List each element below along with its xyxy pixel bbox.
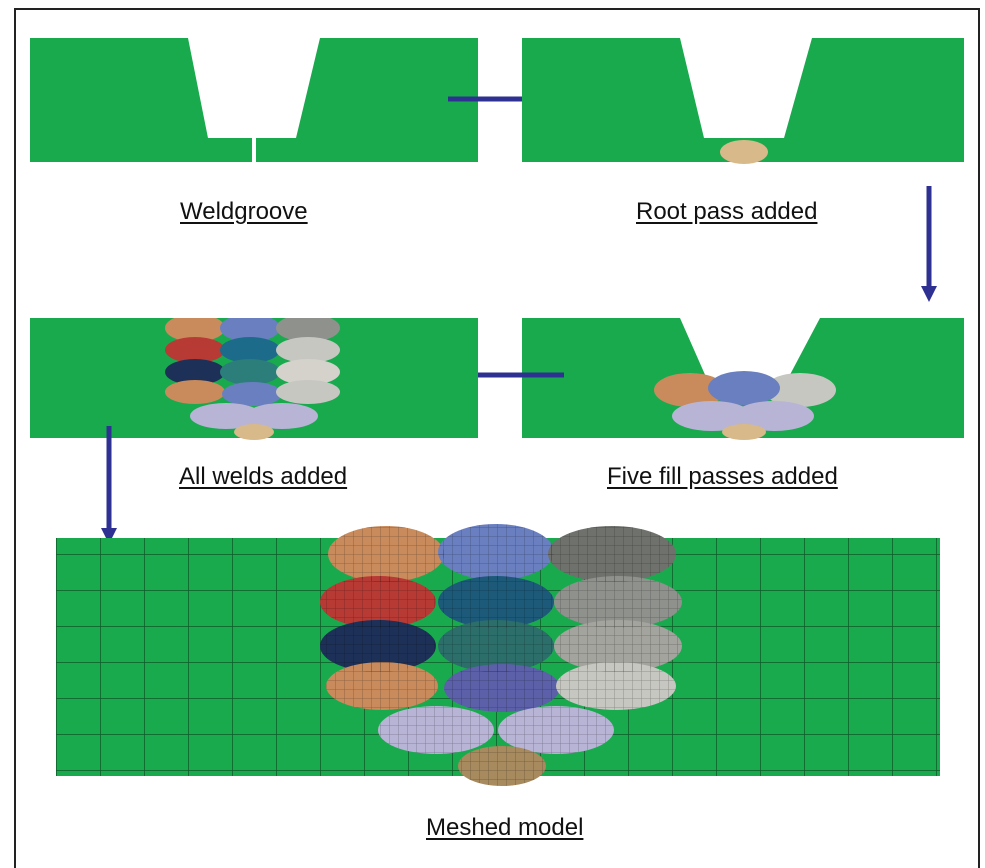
caption-meshed: Meshed model (426, 814, 584, 841)
groove-plate (30, 38, 252, 162)
five-fill-panel (522, 318, 964, 440)
root-bead (720, 140, 768, 164)
arrow-down-icon (101, 426, 117, 544)
root-pass-panel (522, 38, 964, 164)
caption-five-fill: Five fill passes added (607, 463, 838, 490)
all-welds-panel (30, 318, 478, 440)
groove-plate (256, 38, 478, 162)
caption-all-welds: All welds added (179, 463, 348, 490)
weldgroove-panel (30, 38, 478, 162)
meshed-panel (56, 524, 940, 786)
weld-beads-meshed (320, 524, 682, 786)
arrow-down-icon (921, 186, 937, 302)
caption-weldgroove: Weldgroove (180, 198, 308, 225)
caption-root-pass: Root pass added (636, 198, 818, 225)
